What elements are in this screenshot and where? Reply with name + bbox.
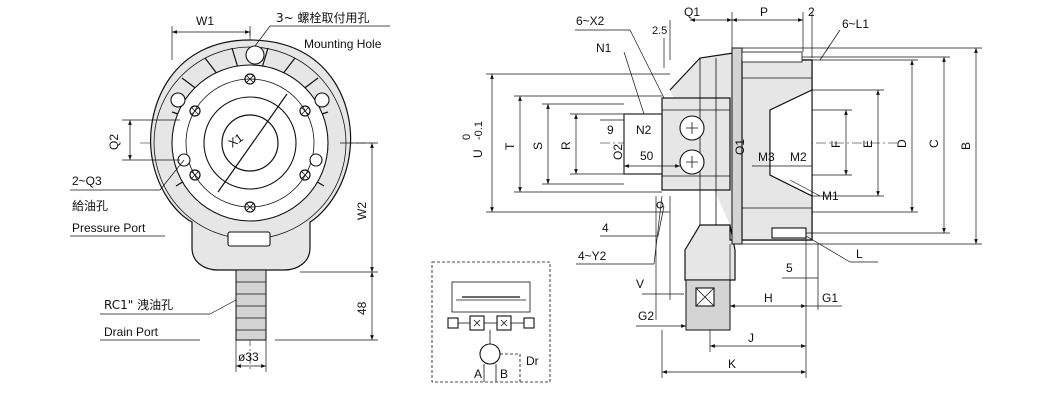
n1-leader xyxy=(623,51,645,115)
phi33-label: ø33 xyxy=(238,350,259,364)
side-bottom-jaw xyxy=(771,227,807,239)
l1-leader xyxy=(819,29,841,61)
pressure-port-2 xyxy=(309,153,323,167)
n1-label: N1 xyxy=(596,41,612,55)
n2-label: N2 xyxy=(636,123,652,137)
w1-label: W1 xyxy=(196,14,214,28)
e-label: E xyxy=(861,140,875,148)
piston-circle xyxy=(203,96,297,190)
y2-label: 4~Y2 xyxy=(578,249,607,263)
dim9-label: 9 xyxy=(607,123,614,137)
dim2-5-label: 2.5 xyxy=(652,25,667,37)
m1-label: M1 xyxy=(822,189,839,203)
c-label: C xyxy=(927,139,941,148)
port-a-label: A xyxy=(474,367,482,381)
drain-port-en: Drain Port xyxy=(104,325,159,339)
drain-leader xyxy=(209,299,237,315)
schematic-rotary-joint xyxy=(479,343,501,365)
g1-label: G1 xyxy=(822,291,838,305)
m2-label: M2 xyxy=(790,150,807,164)
schematic-boundary xyxy=(431,261,551,383)
t-label: T xyxy=(503,142,517,150)
l-label: L xyxy=(856,247,863,261)
dim2-label: 2 xyxy=(808,5,815,19)
pressure-port-cn: 給油孔 xyxy=(72,199,108,213)
d-label: D xyxy=(895,139,909,148)
j-label: J xyxy=(748,331,754,345)
bolt-holes xyxy=(189,73,311,213)
side-cylinder-head xyxy=(661,97,731,191)
o1-label: O1 xyxy=(733,139,747,155)
mounting-hole-en: Mounting Hole xyxy=(304,37,382,51)
p-label: P xyxy=(760,5,768,19)
mounting-hole-left xyxy=(170,92,186,108)
l1-label: 6~L1 xyxy=(842,17,869,31)
side-top-bolts xyxy=(741,51,820,63)
h-label: H xyxy=(764,291,773,305)
q1-label: Q1 xyxy=(684,5,700,19)
side-screw-4 xyxy=(656,201,664,209)
port-b-label: B xyxy=(500,367,508,381)
hydraulic-schematic: A B Dr xyxy=(431,261,551,383)
drain-thread xyxy=(236,281,266,331)
mounting-hole-right xyxy=(314,92,330,108)
u-tol-upper: 0 xyxy=(461,134,473,140)
s-label: S xyxy=(531,142,545,150)
r-label: R xyxy=(559,141,573,150)
u-tol-lower: -0.1 xyxy=(473,121,485,140)
drain-port-cn: RC1" 洩油孔 xyxy=(104,298,173,312)
side-piston-marks xyxy=(686,122,698,168)
side-n2-block xyxy=(623,113,663,175)
x2-label: 6~X2 xyxy=(576,14,605,28)
x2-leader xyxy=(629,29,665,99)
schematic-cylinder xyxy=(451,281,531,313)
pressure-port-en: Pressure Port xyxy=(72,221,146,235)
y2-leader xyxy=(653,195,663,265)
q3-label: 2~Q3 xyxy=(72,174,102,188)
drain-pipe xyxy=(235,269,267,341)
dim48-label: 48 xyxy=(355,301,369,315)
mounting-hole-leader xyxy=(254,25,271,47)
screw4-label: 4 xyxy=(602,221,609,235)
side-internal-lines xyxy=(662,58,812,225)
k-label: K xyxy=(728,357,736,371)
q2-label: Q2 xyxy=(107,134,121,150)
o2-label: O2 xyxy=(611,144,625,160)
side-view: Q1 P 2 2.5 6~X2 N1 6~L1 U 0 -0.1 T S R xyxy=(461,5,982,378)
m3-label: M3 xyxy=(758,150,775,164)
x1-leader-line xyxy=(217,93,288,193)
schematic-drain-line xyxy=(500,353,521,382)
mounting-hole-cn: 3~ 螺栓取付用孔 xyxy=(276,10,370,25)
w2-label: W2 xyxy=(355,202,369,220)
q3-leader xyxy=(159,159,185,191)
bore-circle xyxy=(221,114,279,172)
g2-label: G2 xyxy=(638,309,654,323)
nameplate xyxy=(227,231,271,247)
port-dr-label: Dr xyxy=(526,354,539,368)
schematic-valves xyxy=(447,315,535,331)
f-label: F xyxy=(829,141,843,148)
dim5-label: 5 xyxy=(786,261,793,275)
side-drain-cross xyxy=(695,287,715,307)
u-label: U xyxy=(471,149,485,158)
v-label: V xyxy=(636,277,644,291)
screw4-leader xyxy=(657,205,665,237)
m1-leader xyxy=(789,179,821,197)
mounting-hole-top xyxy=(245,45,265,65)
dim50-label: 50 xyxy=(640,149,654,163)
front-view: W1 3~ 螺栓取付用孔 Mounting Hole Q2 X1 2~Q3 給油… xyxy=(70,10,390,372)
l-leader xyxy=(805,235,851,263)
b-label: B xyxy=(959,142,973,150)
